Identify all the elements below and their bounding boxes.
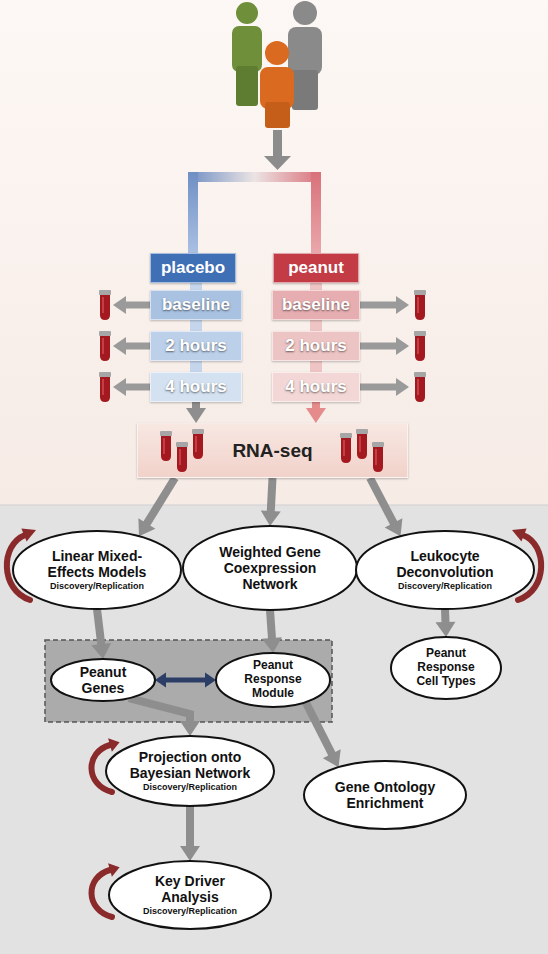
arrow-head	[385, 518, 403, 536]
arrow-line	[129, 698, 190, 723]
flow-arrow	[138, 478, 175, 536]
analysis-ellipse: Gene Ontology Enrichment	[303, 760, 467, 830]
arrow-head	[180, 721, 200, 736]
arrow-head	[91, 643, 111, 659]
node-sublabel: Discovery/Replication	[143, 782, 237, 792]
result-ellipse: Peanut Response Module	[215, 652, 331, 708]
arrow-head	[180, 846, 200, 861]
flow-arrow	[435, 609, 455, 637]
bottom-band	[0, 505, 548, 954]
arrow-line	[271, 478, 273, 513]
analysis-ellipse: Key Driver AnalysisDiscovery/Replication	[108, 860, 272, 930]
flow-arrow	[155, 673, 216, 688]
node-label: Key Driver Analysis	[135, 873, 245, 905]
flow-arrow	[186, 402, 206, 423]
node-sublabel: Discovery/Replication	[398, 581, 492, 591]
timepoint-box: baseline	[272, 290, 360, 320]
node-label: Peanut Response Cell Types	[411, 647, 481, 688]
arrow-line	[306, 702, 333, 755]
ellipse-shape	[106, 736, 274, 806]
node-label: 2 hours	[285, 336, 346, 356]
group-header: peanut	[273, 253, 359, 283]
node-label: RNA-seq	[232, 440, 312, 462]
node-label: baseline	[162, 295, 230, 315]
arrow-head	[323, 749, 341, 767]
arrow-head	[306, 408, 326, 423]
timepoint-box: 2 hours	[272, 331, 360, 361]
node-label: Weighted Gene Coexpression Network	[205, 544, 335, 592]
timepoint-box: 4 hours	[150, 372, 242, 402]
node-sublabel: Discovery/Replication	[143, 906, 237, 916]
process-box: RNA-seq	[137, 423, 408, 478]
ellipse-shape	[216, 653, 330, 707]
node-label: 4 hours	[285, 377, 346, 397]
node-label: Gene Ontology Enrichment	[330, 779, 440, 811]
arrow-head	[262, 637, 282, 653]
flow-arrow	[180, 806, 200, 861]
ellipse-shape	[109, 861, 271, 929]
result-ellipse: Peanut Response Cell Types	[390, 636, 502, 700]
arrow-head	[186, 408, 206, 423]
group-header: placebo	[150, 253, 236, 283]
split-arrow	[188, 130, 321, 253]
node-label: placebo	[161, 258, 225, 278]
arrow-line	[97, 609, 101, 646]
analysis-ellipse: Linear Mixed-Effects ModelsDiscovery/Rep…	[12, 530, 182, 610]
flow-arrow	[261, 478, 281, 526]
flow-arrow	[129, 698, 200, 736]
node-label: 4 hours	[165, 377, 226, 397]
node-label: Projection onto Bayesian Network	[125, 749, 255, 781]
flow-arrow	[306, 702, 341, 767]
ellipse-shape	[356, 531, 534, 609]
people-icon	[232, 1, 322, 128]
arrow-line	[441, 609, 450, 624]
analysis-ellipse: Projection onto Bayesian NetworkDiscover…	[105, 735, 275, 807]
node-label: baseline	[282, 295, 350, 315]
arrow-head	[205, 673, 216, 688]
analysis-ellipse: Leukocyte DeconvolutionDiscovery/Replica…	[355, 530, 535, 610]
flow-arrow	[370, 478, 402, 536]
node-label: 2 hours	[165, 336, 226, 356]
flow-arrow	[262, 610, 282, 653]
top-band	[0, 0, 548, 505]
arrow-line	[370, 478, 394, 525]
dashed-group	[45, 640, 332, 722]
analysis-ellipse: Weighted Gene Coexpression Network	[182, 525, 358, 611]
arrow-line	[164, 678, 207, 683]
timepoint-box: 4 hours	[272, 372, 360, 402]
arrow-head	[435, 622, 455, 637]
flow-arrow	[91, 609, 111, 659]
timepoint-box: baseline	[150, 290, 242, 320]
arrow-head	[155, 673, 166, 688]
node-label: Leukocyte Deconvolution	[385, 548, 505, 580]
arrow-line	[186, 806, 194, 848]
node-label: Peanut Genes	[73, 664, 133, 696]
ellipse-shape	[391, 637, 501, 699]
sample-arrows	[99, 290, 426, 402]
flow-arrow	[306, 402, 326, 423]
ellipse-shape	[183, 526, 357, 610]
node-label: Linear Mixed-Effects Models	[37, 548, 157, 580]
node-label: Peanut Response Module	[238, 659, 308, 700]
ellipse-shape	[51, 659, 155, 701]
arrow-line	[146, 478, 175, 525]
ellipse-shape	[13, 531, 181, 609]
node-label: peanut	[288, 258, 344, 278]
arrow-line	[270, 610, 272, 640]
node-sublabel: Discovery/Replication	[50, 581, 144, 591]
arrow-head	[138, 518, 155, 536]
result-ellipse: Peanut Genes	[50, 658, 156, 702]
ellipse-shape	[304, 761, 466, 829]
arrow-head	[261, 511, 281, 527]
timepoint-box: 2 hours	[150, 331, 242, 361]
